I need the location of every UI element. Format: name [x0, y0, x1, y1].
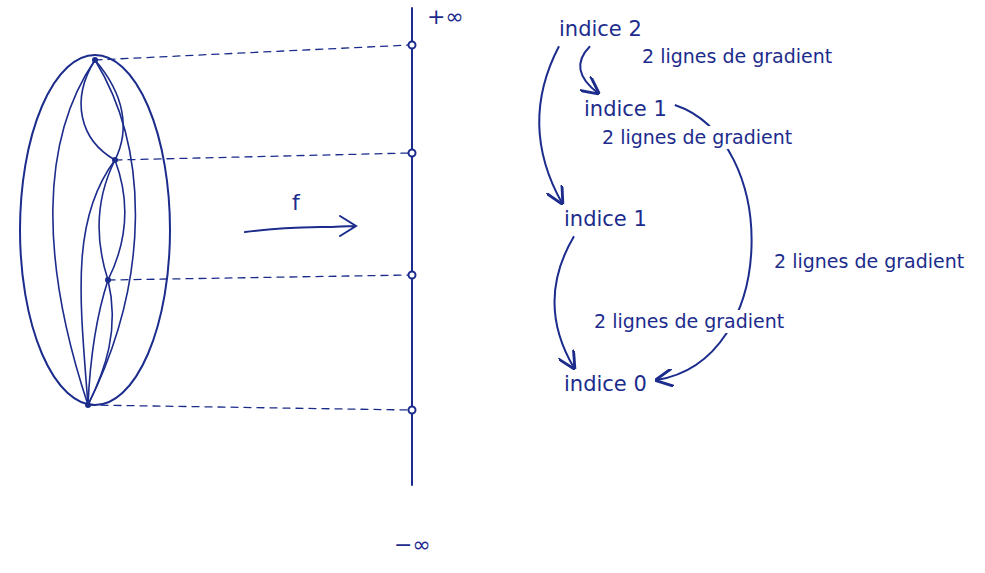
- index-text: indice 1: [584, 97, 667, 122]
- map-name: f: [290, 190, 302, 216]
- index-level: indice 1: [560, 205, 651, 234]
- edge-label: 2 lignes de gradient: [772, 250, 966, 273]
- gradient-lines: [53, 60, 136, 405]
- gradient-arrow: [539, 46, 562, 203]
- gradient-arrow: [555, 236, 575, 368]
- map-arrow: [245, 216, 356, 236]
- index-text: indice 2: [559, 17, 642, 42]
- index-text: indice 0: [564, 372, 647, 397]
- critical-point: [85, 57, 118, 408]
- index-level: indice 2: [555, 15, 646, 44]
- gradient-arrow: [580, 46, 598, 93]
- edge-label: 2 lignes de gradient: [592, 310, 786, 333]
- index-level: indice 1: [580, 95, 671, 124]
- level-dashes: [88, 45, 410, 410]
- edge-label: 2 lignes de gradient: [640, 45, 834, 68]
- surface-outline: [20, 55, 170, 405]
- index-level: indice 0: [560, 370, 651, 399]
- edge-label: 2 lignes de gradient: [600, 126, 794, 149]
- axis-dot: [409, 42, 416, 414]
- axis-end: −∞: [392, 532, 433, 558]
- axis-end: +∞: [425, 4, 466, 30]
- index-text: indice 1: [564, 207, 647, 232]
